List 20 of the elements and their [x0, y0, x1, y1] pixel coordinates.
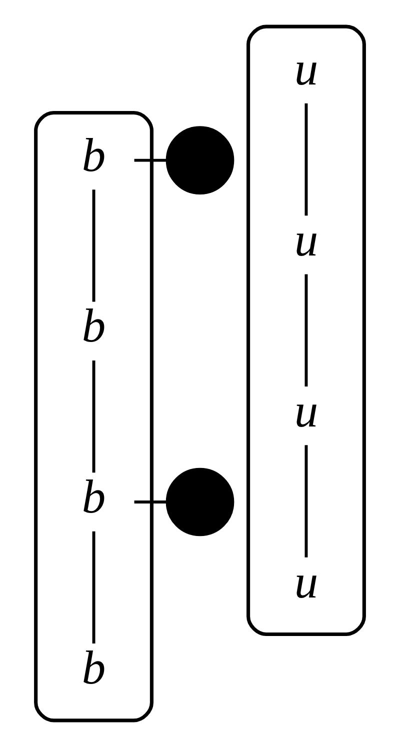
node-text: b: [82, 300, 106, 353]
connector: [134, 158, 166, 162]
connector: [304, 274, 308, 386]
connector: [92, 531, 96, 644]
connector: [92, 190, 96, 302]
connector: [304, 103, 308, 216]
connector: [134, 500, 166, 504]
connector: [92, 360, 96, 473]
node-text: u: [294, 385, 318, 438]
cluster: [246, 24, 366, 636]
node-text: u: [294, 214, 318, 267]
node-text: b: [82, 472, 106, 524]
connector: [304, 445, 308, 558]
cluster: [34, 110, 154, 722]
node-circle: [166, 468, 234, 536]
node-text: b: [82, 642, 106, 694]
node-text: b: [82, 130, 106, 182]
node-text: u: [294, 556, 318, 608]
node-text: u: [294, 44, 318, 96]
node-circle: [166, 126, 234, 194]
